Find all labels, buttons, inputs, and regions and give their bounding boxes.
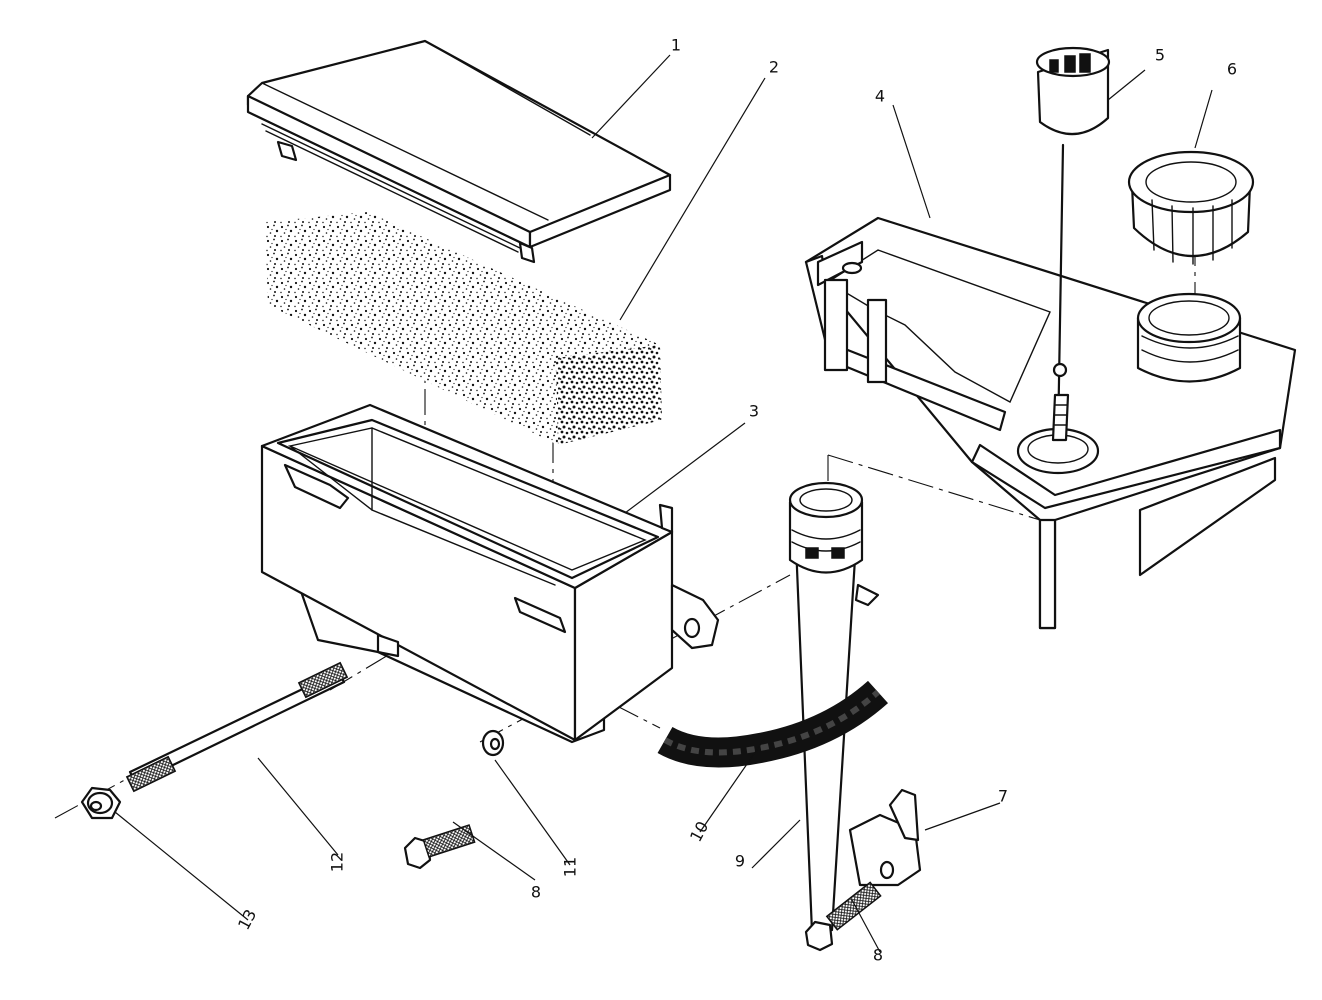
dipstick	[1035, 46, 1111, 442]
callout-4: 4	[875, 87, 885, 106]
callout-6: 6	[1227, 60, 1237, 79]
filler-cap	[1127, 150, 1255, 265]
air-cleaner-cover	[246, 39, 672, 264]
callout-5: 5	[1155, 46, 1165, 65]
bolt-left	[403, 824, 476, 870]
callout-7: 7	[998, 787, 1008, 806]
callout-13: 13	[234, 906, 260, 933]
oil-tank	[804, 216, 1297, 630]
callout-11: 11	[561, 857, 580, 877]
washer	[481, 729, 505, 757]
air-cleaner-body	[260, 403, 720, 744]
callout-8-left: 8	[531, 883, 541, 902]
callouts: 1 2 3 4 5 6 7 8 8 9 10 11 12 13	[234, 36, 1237, 965]
callout-2: 2	[769, 58, 779, 77]
callout-12: 12	[328, 852, 347, 872]
callout-1: 1	[671, 36, 681, 55]
hose	[657, 680, 889, 768]
callout-3: 3	[749, 402, 759, 421]
stud-bolt	[125, 661, 349, 793]
callout-10: 10	[686, 818, 712, 845]
leader-lines	[114, 54, 1213, 953]
foam-filter-element	[265, 212, 662, 445]
callout-9: 9	[735, 852, 745, 871]
callout-8-right: 8	[873, 946, 883, 965]
nut	[80, 786, 122, 820]
